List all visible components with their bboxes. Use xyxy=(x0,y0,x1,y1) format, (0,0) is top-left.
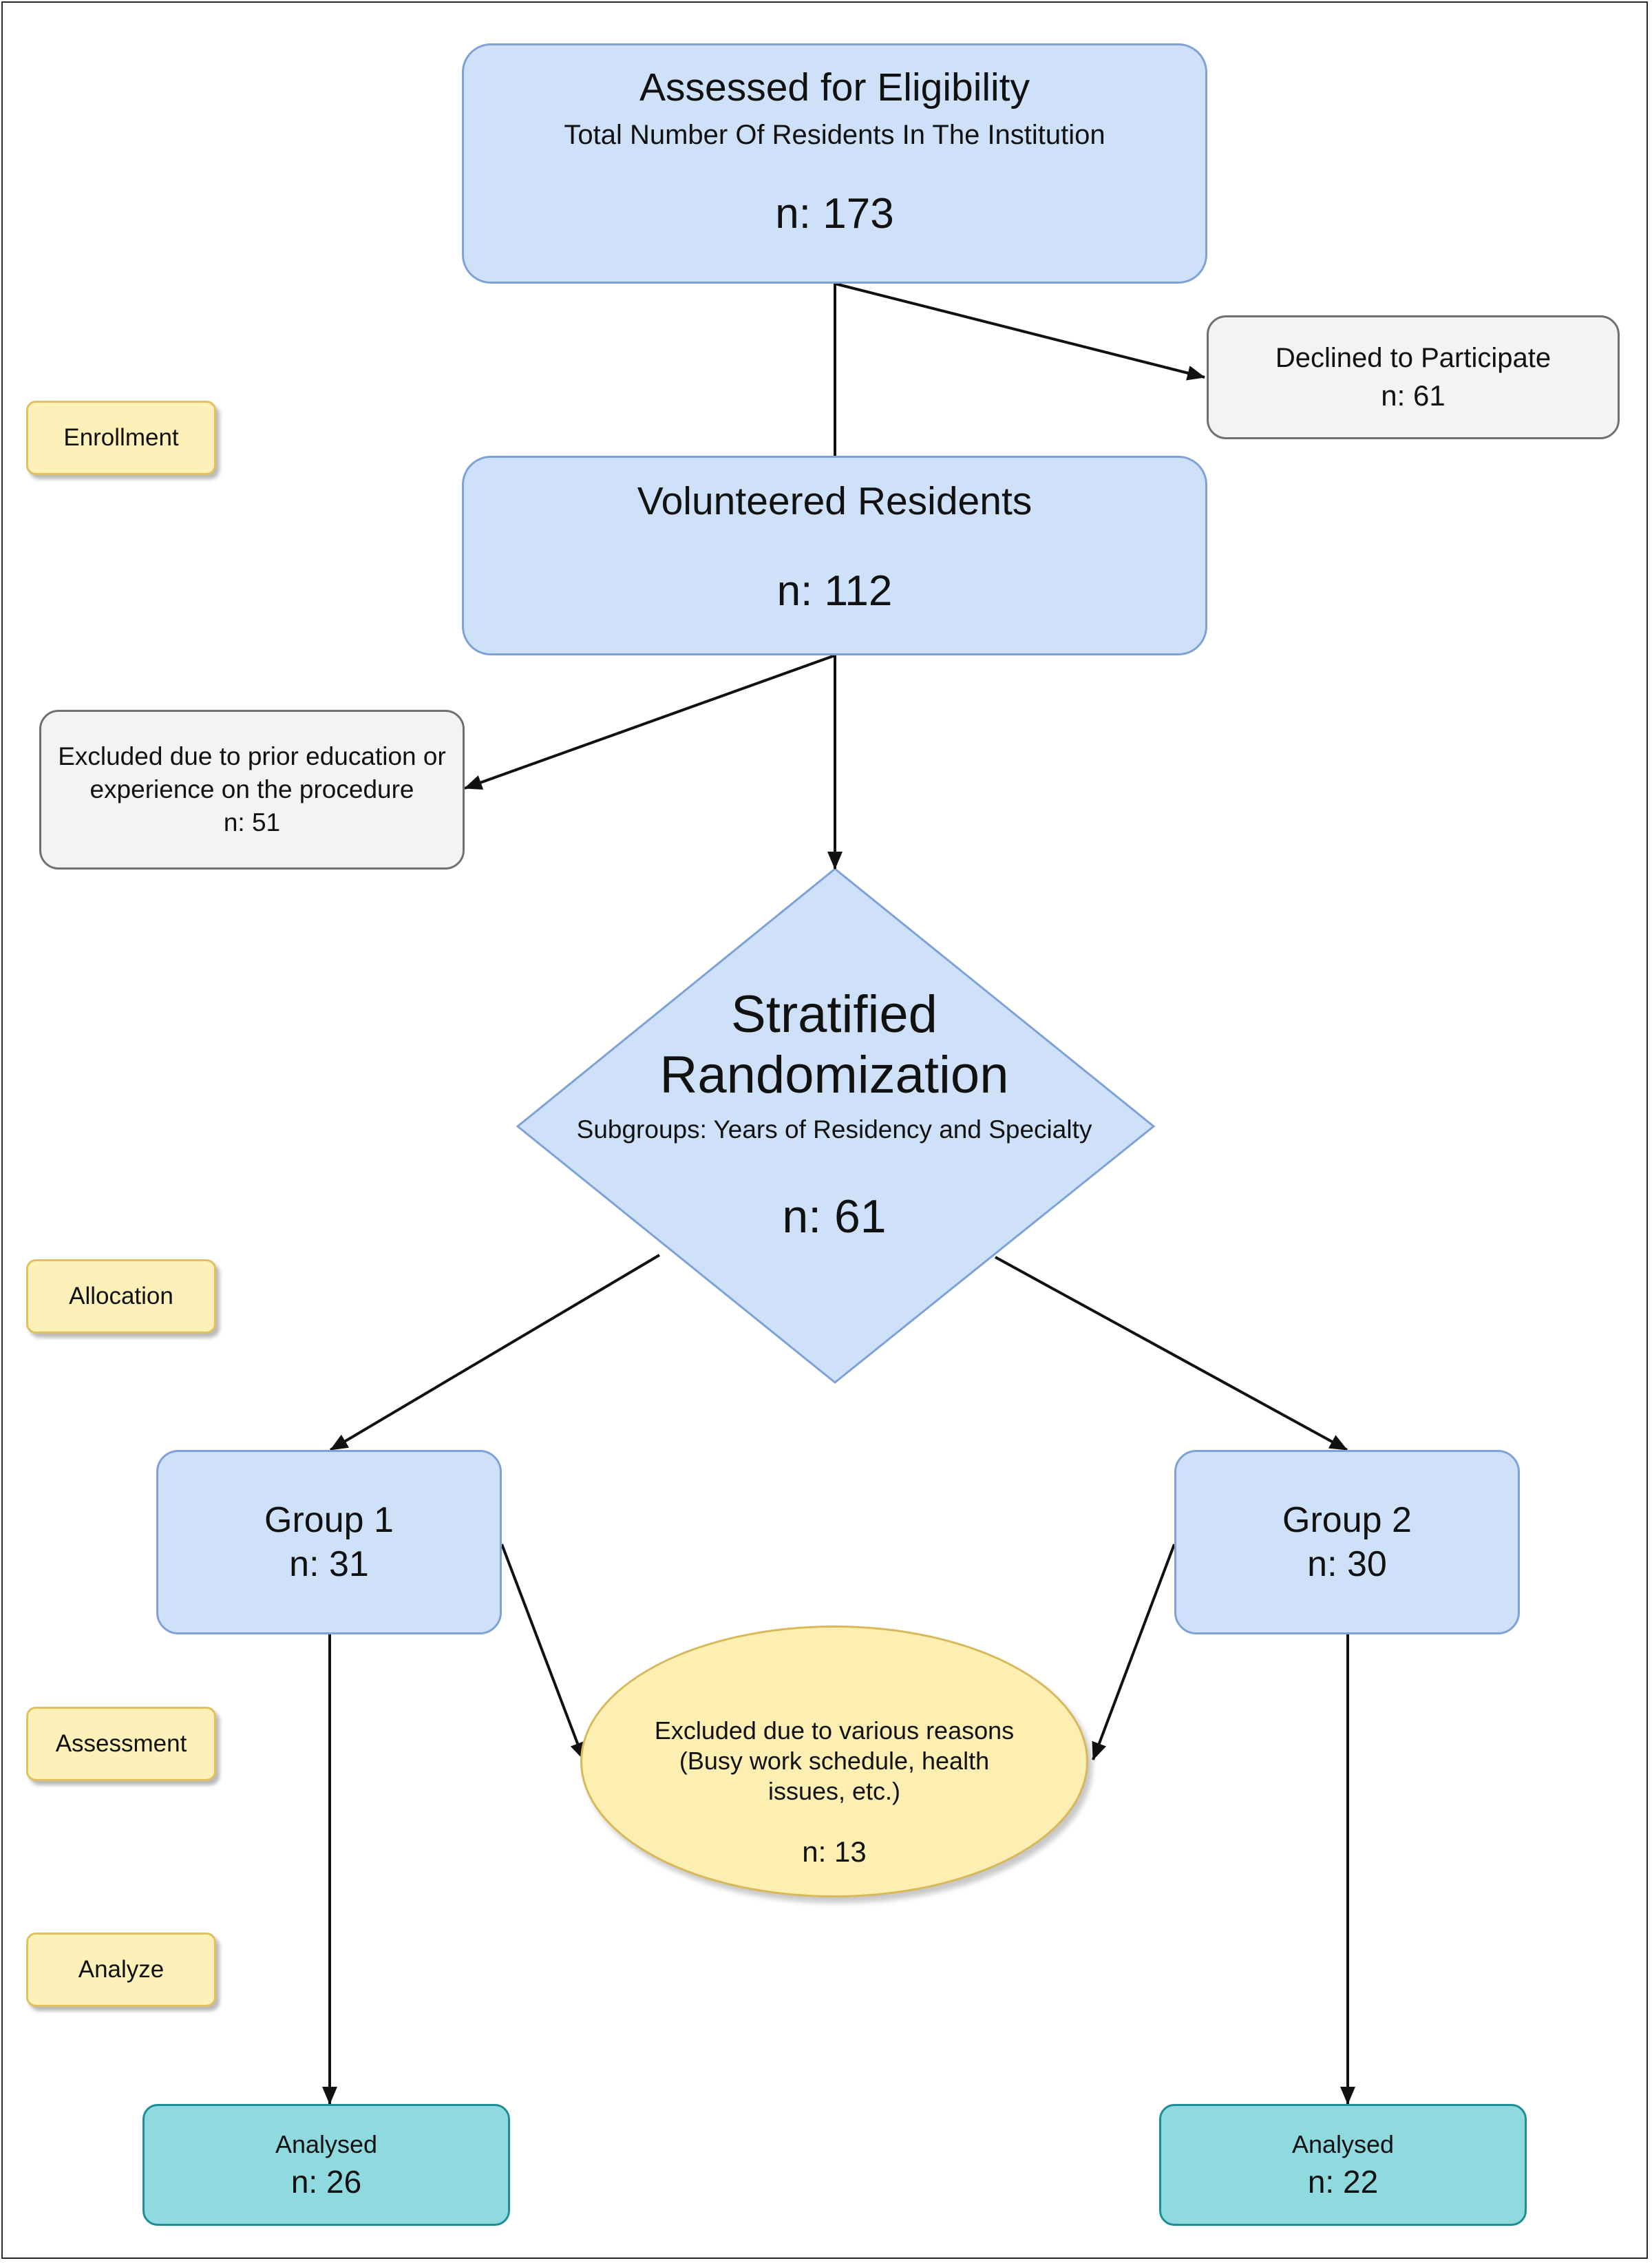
excluded-prior-box: Excluded due to prior education or exper… xyxy=(39,710,465,870)
analysed-2-count: n: 22 xyxy=(1307,2163,1379,2200)
arrow-volunteered-to-excluded xyxy=(464,654,836,790)
stage-tag-label: Analyze xyxy=(78,1956,165,1983)
analysed-1-title: Analysed xyxy=(275,2129,378,2158)
analysed-1-count: n: 26 xyxy=(290,2163,362,2200)
randomization-diamond xyxy=(516,867,1156,1384)
stage-tag-analyze: Analyze xyxy=(26,1933,216,2007)
volunteered-count: n: 112 xyxy=(776,567,893,615)
excluded-various-count: n: 13 xyxy=(802,1835,867,1868)
volunteered-residents-box: Volunteered Residents n: 112 xyxy=(462,456,1207,655)
stage-tag-enrollment: Enrollment xyxy=(26,401,216,475)
arrow-randomization-to-group2 xyxy=(995,1256,1348,1451)
arrow-group2-to-excluded xyxy=(1092,1544,1176,1760)
assessed-count: n: 173 xyxy=(775,190,894,238)
analysed-2-box: Analysed n: 22 xyxy=(1159,2104,1527,2226)
excluded-prior-line1: Excluded due to prior education or xyxy=(58,742,446,770)
excluded-prior-line2: experience on the procedure xyxy=(89,775,414,803)
group-2-title: Group 2 xyxy=(1282,1500,1412,1540)
excluded-various-line1: Excluded due to various reasons xyxy=(654,1716,1015,1745)
randomization-title-line2: Randomization xyxy=(659,1046,1009,1104)
declined-count: n: 61 xyxy=(1381,379,1446,412)
arrow-randomization-to-group1 xyxy=(329,1254,661,1451)
stage-tag-allocation: Allocation xyxy=(26,1259,216,1334)
randomization-title-line1: Stratified xyxy=(731,985,938,1044)
excluded-various-ellipse: Excluded due to various reasons (Busy wo… xyxy=(580,1625,1088,1897)
randomization-text: Stratified Randomization Subgroups: Year… xyxy=(518,976,1151,1265)
group-2-count: n: 30 xyxy=(1307,1544,1387,1584)
randomization-subtitle: Subgroups: Years of Residency and Specia… xyxy=(576,1115,1092,1144)
group-2-box: Group 2 n: 30 xyxy=(1174,1450,1520,1634)
arrow-group1-to-excluded xyxy=(500,1544,585,1760)
assessed-title: Assessed for Eligibility xyxy=(639,65,1030,109)
group-1-box: Group 1 n: 31 xyxy=(156,1450,502,1634)
declined-box: Declined to Participate n: 61 xyxy=(1207,315,1620,439)
arrow-assessed-to-declined xyxy=(834,282,1205,381)
stage-tag-label: Allocation xyxy=(69,1283,173,1309)
excluded-various-line3: issues, etc.) xyxy=(767,1777,901,1805)
assessed-subtitle: Total Number Of Residents In The Institu… xyxy=(564,120,1105,150)
group-1-count: n: 31 xyxy=(289,1544,369,1584)
volunteered-title: Volunteered Residents xyxy=(637,479,1032,523)
stage-tag-label: Assessment xyxy=(55,1730,187,1757)
analysed-1-box: Analysed n: 26 xyxy=(142,2104,510,2226)
randomization-count: n: 61 xyxy=(782,1190,887,1243)
assessed-for-eligibility-box: Assessed for Eligibility Total Number Of… xyxy=(462,43,1207,284)
stage-tag-label: Enrollment xyxy=(63,424,179,451)
analysed-2-title: Analysed xyxy=(1291,2129,1395,2158)
declined-title: Declined to Participate xyxy=(1275,342,1552,373)
group-1-title: Group 1 xyxy=(264,1500,394,1540)
excluded-various-line2: (Busy work schedule, health xyxy=(679,1747,990,1775)
stage-tag-assessment: Assessment xyxy=(26,1707,216,1781)
excluded-prior-count: n: 51 xyxy=(223,808,281,836)
